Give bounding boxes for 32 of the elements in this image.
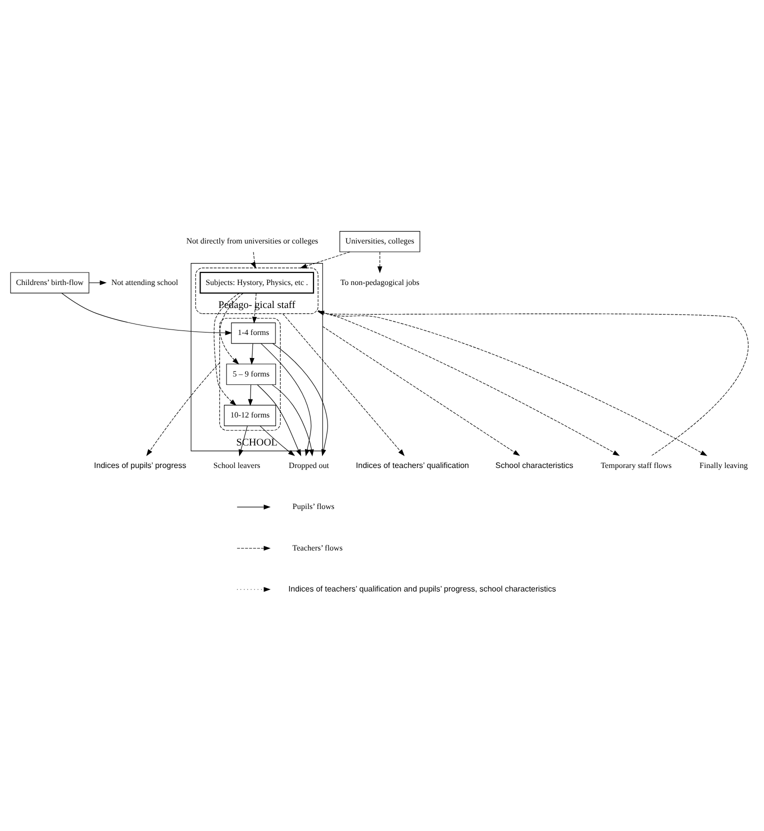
arrow	[322, 326, 520, 456]
arrow	[260, 426, 296, 456]
arrow	[272, 343, 328, 456]
arrow	[250, 343, 254, 365]
arrow	[260, 343, 312, 456]
legend-label: Teachers’ flows	[292, 543, 343, 552]
arrow	[272, 384, 314, 456]
arrow	[250, 252, 256, 269]
node-text: Not attending school	[111, 278, 178, 287]
node-text: To non-pedagogical jobs	[340, 278, 420, 287]
node-text: Temporary staff flows	[600, 460, 672, 470]
arrow	[252, 293, 257, 324]
node-box: Subjects: Hystory, Physics, etc .	[200, 272, 314, 294]
node-box: 5 – 9 forms	[226, 364, 276, 385]
node-text: Dropped out	[288, 460, 330, 470]
arrow	[318, 310, 620, 456]
node-box: 1-4 forms	[231, 322, 276, 344]
arrow	[214, 292, 240, 406]
arrow	[88, 280, 107, 286]
arrow	[61, 292, 232, 336]
arrow	[256, 384, 302, 456]
arrow	[300, 252, 350, 268]
node-box: Universities, colleges	[340, 231, 420, 252]
legend-label: Pupils’ flows	[292, 502, 334, 512]
node-box: 10-12 forms	[224, 404, 276, 426]
node-text: Not directly from universities or colleges	[186, 236, 318, 246]
arrow	[146, 362, 220, 456]
node-box: Childrens’ birth-flow	[10, 272, 90, 294]
node-text: Finally leaving	[700, 460, 748, 470]
arrow	[377, 252, 382, 274]
node-text: School leavers	[213, 460, 260, 470]
arrow	[248, 384, 253, 406]
